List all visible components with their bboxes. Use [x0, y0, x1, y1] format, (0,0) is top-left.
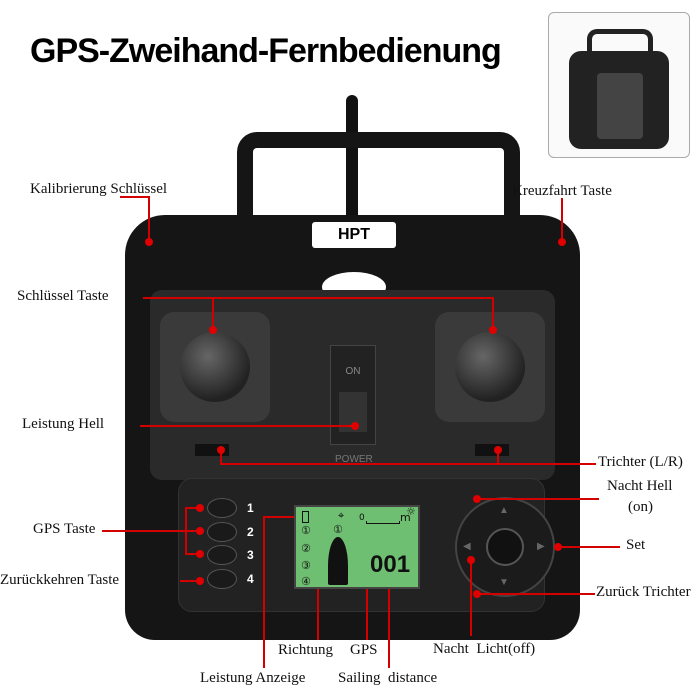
label-gps: GPS [350, 642, 378, 658]
arrow-left-icon[interactable]: ◀ [463, 541, 471, 552]
label-schluessel: Schlüssel Taste [17, 288, 109, 304]
button-1-label: 1 [247, 501, 254, 515]
brand-plate: HPT [312, 222, 396, 248]
page-title: GPS-Zweihand-Fernbedienung [30, 32, 502, 70]
switch-on-label: ON [345, 366, 361, 377]
slot-4: ④ [301, 575, 311, 588]
trim-right[interactable] [475, 444, 509, 456]
label-gps-taste: GPS Taste [33, 521, 96, 537]
arrow-down-icon[interactable]: ▼ [499, 577, 509, 588]
label-nacht-hell: Nacht Hell [607, 478, 673, 494]
button-1[interactable] [207, 498, 237, 518]
boat-icon [328, 537, 348, 585]
button-2-label: 2 [247, 525, 254, 539]
arrow-up-icon[interactable]: ▲ [499, 505, 509, 516]
label-trichter: Trichter (L/R) [598, 454, 683, 470]
button-3-label: 3 [247, 548, 254, 562]
set-button[interactable] [486, 528, 524, 566]
distance-unit: m [400, 511, 411, 524]
label-sailing-distance: Sailing distance [338, 670, 438, 686]
label-zurueckkehren: Zurückkehren Taste [0, 572, 120, 588]
distance-scale-zero: 0 [359, 513, 365, 523]
button-2[interactable] [207, 522, 237, 542]
battery-icon [302, 511, 309, 523]
thumbnail-back-view [548, 12, 690, 158]
left-stick[interactable] [180, 332, 250, 402]
slot-3: ③ [301, 559, 311, 572]
button-4-label: 4 [247, 572, 254, 586]
dpad[interactable]: ▲ ▼ ◀ ▶ [455, 497, 555, 597]
light-icon: ☼ [406, 505, 416, 518]
gps-slot: ① [333, 523, 343, 536]
power-label: POWER [335, 454, 373, 465]
slot-2: ② [301, 542, 311, 555]
label-leistung-hell: Leistung Hell [22, 416, 105, 432]
label-richtung: Richtung [278, 642, 333, 658]
compass-icon: ⌖ [338, 509, 345, 522]
distance-value: 001 [370, 551, 411, 578]
power-switch[interactable]: ON [330, 345, 376, 445]
arrow-right-icon[interactable]: ▶ [537, 541, 545, 552]
label-nacht-licht: Nacht Licht(off) [433, 641, 536, 657]
slot-1: ① [301, 524, 311, 537]
label-kreuzfahrt: Kreuzfahrt Taste [512, 183, 612, 199]
right-stick[interactable] [455, 332, 525, 402]
lcd-screen: ⌖ ① 0 m ☼ ① ② ③ ④ 001 [294, 505, 420, 589]
label-nacht-hell-on: (on) [628, 499, 653, 515]
button-4[interactable] [207, 569, 237, 589]
label-zurueck-trichter: Zurück Trichter [596, 584, 691, 600]
label-kalibrierung: Kalibrierung Schlüssel [30, 181, 168, 197]
antenna [346, 95, 358, 220]
button-3[interactable] [207, 545, 237, 565]
label-leistung-anzeige: Leistung Anzeige [200, 670, 306, 686]
label-set: Set [626, 537, 646, 553]
